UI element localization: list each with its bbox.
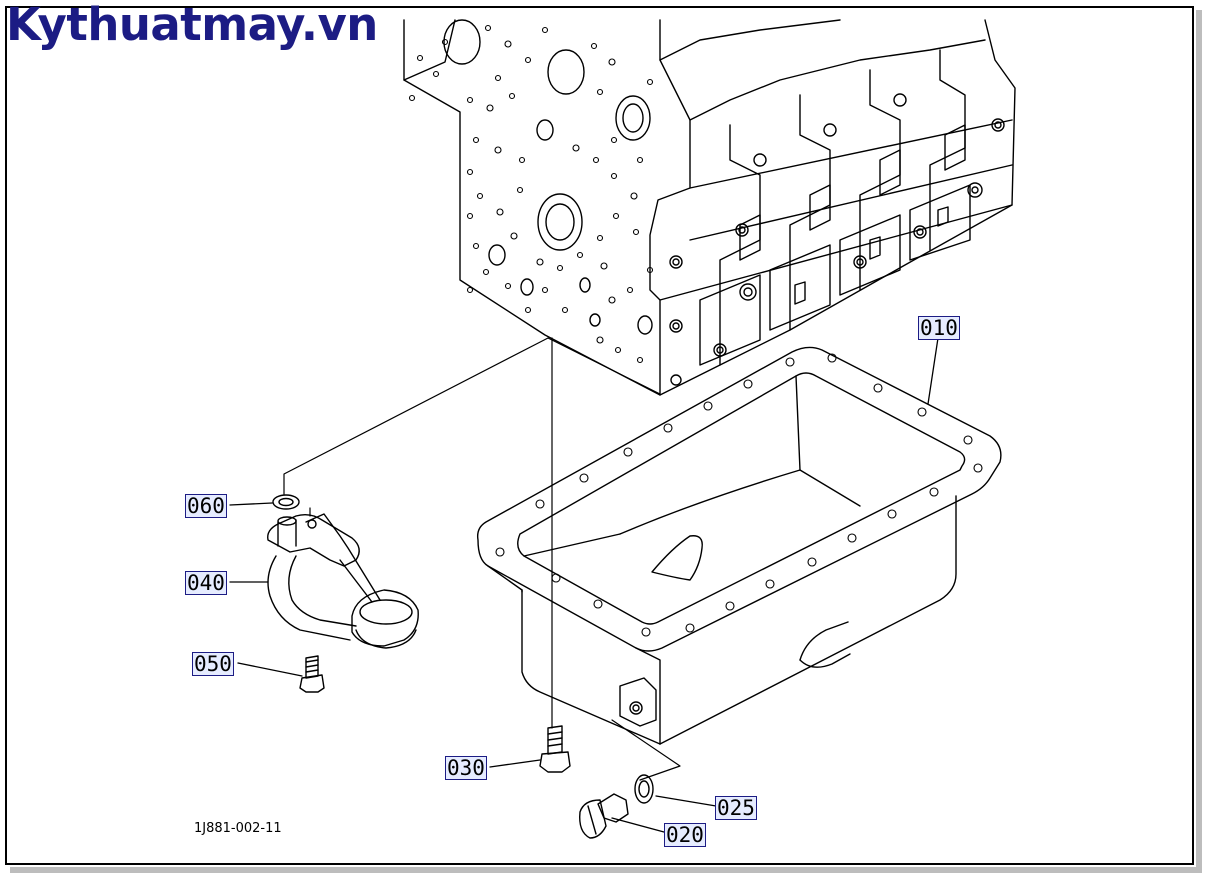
callout-060[interactable]: 060 <box>185 494 227 518</box>
o-ring-060 <box>272 494 300 510</box>
callout-025[interactable]: 025 <box>715 796 757 820</box>
site-watermark: Kythuatmay.vn <box>6 0 378 51</box>
callout-050[interactable]: 050 <box>192 652 234 676</box>
frame-shadow-right <box>1196 10 1202 869</box>
callout-020[interactable]: 020 <box>664 823 706 847</box>
frame-shadow-bottom <box>10 867 1202 873</box>
engine-block <box>403 19 1016 396</box>
diagram-frame <box>5 6 1194 865</box>
callout-010[interactable]: 010 <box>918 316 960 340</box>
assembly-lines <box>283 337 681 781</box>
engine-bolt-holes <box>408 24 654 364</box>
callout-030[interactable]: 030 <box>445 756 487 780</box>
drain-plug-020 <box>579 793 629 839</box>
callout-040[interactable]: 040 <box>185 571 227 595</box>
oil-strainer <box>267 513 419 649</box>
strainer-bolt-050 <box>299 655 325 693</box>
oil-pan <box>476 346 1002 745</box>
callout-leaders <box>229 337 939 833</box>
pan-bolt-030 <box>539 725 571 773</box>
oil-pan-flange-holes <box>495 353 983 637</box>
gasket-025 <box>634 774 654 804</box>
figure-reference: 1J881-002-11 <box>194 821 282 836</box>
